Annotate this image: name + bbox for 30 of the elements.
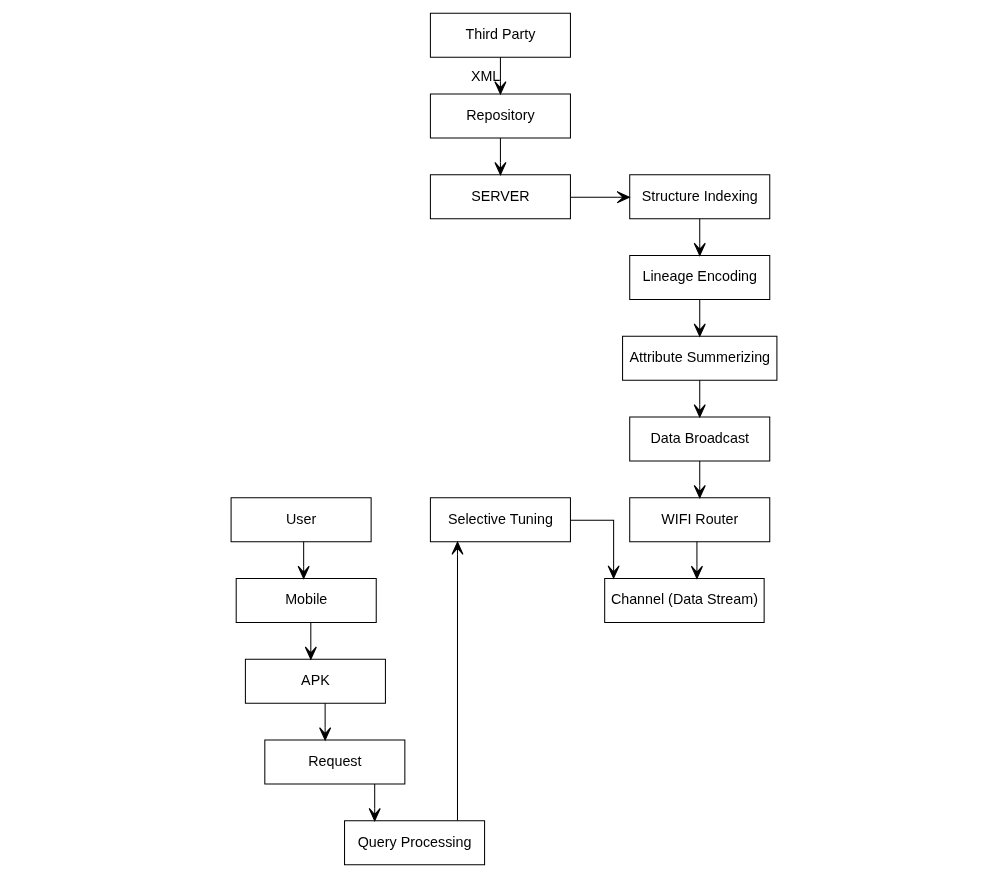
node-box: Third Party: [429, 12, 571, 58]
node-box: APK: [244, 658, 386, 704]
arrow: [368, 783, 381, 821]
arrow: [304, 621, 317, 660]
node-box: Mobile: [235, 577, 377, 623]
arrow: [494, 56, 507, 94]
arrow: [451, 541, 464, 821]
arrow: [693, 217, 706, 256]
node-box: Structure Indexing: [629, 173, 771, 219]
arrow: [693, 379, 706, 417]
arrow: [693, 298, 706, 337]
node-box: Lineage Encoding: [629, 254, 771, 300]
node-box: Request: [264, 739, 406, 784]
edge-label: XML: [470, 67, 501, 84]
node-box: Selective Tuning: [429, 496, 571, 542]
node-box: WIFI Router: [629, 496, 771, 542]
arrow: [570, 519, 620, 579]
node-box: Data Broadcast: [629, 416, 771, 461]
node-box: SERVER: [429, 173, 571, 219]
arrow: [690, 540, 703, 579]
arrow: [693, 460, 706, 498]
node-box: User: [230, 496, 372, 542]
node-box: Query Processing: [344, 819, 486, 865]
arrow: [319, 702, 332, 740]
arrow: [494, 137, 507, 175]
arrow: [297, 540, 310, 579]
arrow: [570, 190, 630, 203]
node-box: Repository: [429, 93, 571, 138]
node-box: Channel (Data Stream): [604, 577, 765, 623]
node-box: Attribute Summerizing: [622, 335, 778, 381]
